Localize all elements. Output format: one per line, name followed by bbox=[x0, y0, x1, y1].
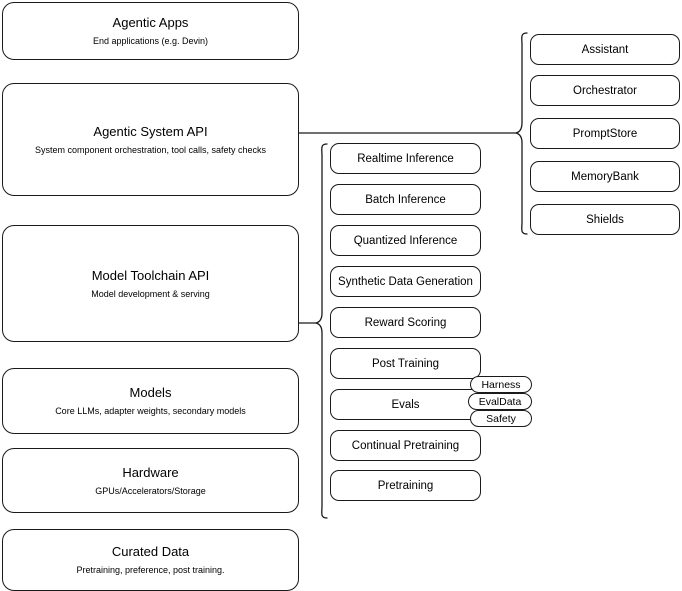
layer-box-agentic-system-api[interactable]: Agentic System API System component orch… bbox=[2, 83, 299, 196]
layer-subtitle: End applications (e.g. Devin) bbox=[92, 36, 209, 46]
toolchain-box-pretraining[interactable]: Pretraining bbox=[330, 470, 481, 501]
layer-title: Model Toolchain API bbox=[91, 267, 210, 283]
agentic-component-box-orchestrator[interactable]: Orchestrator bbox=[530, 75, 680, 106]
agentic-component-box-assistant[interactable]: Assistant bbox=[530, 34, 680, 65]
toolchain-box-quantized-inference[interactable]: Quantized Inference bbox=[330, 225, 481, 256]
model-toolchain-brace bbox=[315, 143, 328, 519]
layer-box-curated-data[interactable]: Curated Data Pretraining, preference, po… bbox=[2, 529, 299, 591]
toolchain-box-realtime-inference[interactable]: Realtime Inference bbox=[330, 143, 481, 174]
layer-subtitle: System component orchestration, tool cal… bbox=[34, 144, 267, 155]
evals-subcomponent-safety[interactable]: Safety bbox=[470, 410, 532, 427]
evals-subcomponent-evaldata[interactable]: EvalData bbox=[468, 393, 532, 410]
layer-subtitle: GPUs/Accelerators/Storage bbox=[95, 485, 206, 496]
layer-subtitle: Pretraining, preference, post training. bbox=[76, 565, 225, 575]
layer-title: Agentic Apps bbox=[112, 15, 189, 30]
layer-box-hardware[interactable]: Hardware GPUs/Accelerators/Storage bbox=[2, 448, 299, 513]
evals-subcomponent-harness[interactable]: Harness bbox=[470, 376, 532, 393]
toolchain-box-reward-scoring[interactable]: Reward Scoring bbox=[330, 307, 481, 338]
layer-box-agentic-apps[interactable]: Agentic Apps End applications (e.g. Devi… bbox=[2, 2, 299, 60]
layer-box-models[interactable]: Models Core LLMs, adapter weights, secon… bbox=[2, 368, 299, 434]
toolchain-box-evals[interactable]: Evals bbox=[330, 389, 481, 420]
toolchain-box-batch-inference[interactable]: Batch Inference bbox=[330, 184, 481, 215]
agentic-component-box-memorybank[interactable]: MemoryBank bbox=[530, 161, 680, 192]
toolchain-box-continual-pretraining[interactable]: Continual Pretraining bbox=[330, 430, 481, 461]
layer-subtitle: Model development & serving bbox=[91, 288, 210, 299]
layer-subtitle: Core LLMs, adapter weights, secondary mo… bbox=[55, 406, 246, 416]
toolchain-box-post-training[interactable]: Post Training bbox=[330, 348, 481, 379]
layer-title: Hardware bbox=[122, 464, 179, 480]
toolchain-box-synthetic-data-generation[interactable]: Synthetic Data Generation bbox=[330, 266, 481, 297]
agentic-component-box-promptstore[interactable]: PromptStore bbox=[530, 118, 680, 149]
agentic-component-box-shields[interactable]: Shields bbox=[530, 204, 680, 235]
layer-box-model-toolchain-api[interactable]: Model Toolchain API Model development & … bbox=[2, 225, 299, 342]
layer-title: Curated Data bbox=[111, 544, 190, 559]
layer-title: Models bbox=[129, 385, 172, 400]
agentic-system-brace bbox=[515, 32, 528, 235]
layer-title: Agentic System API bbox=[93, 123, 208, 139]
